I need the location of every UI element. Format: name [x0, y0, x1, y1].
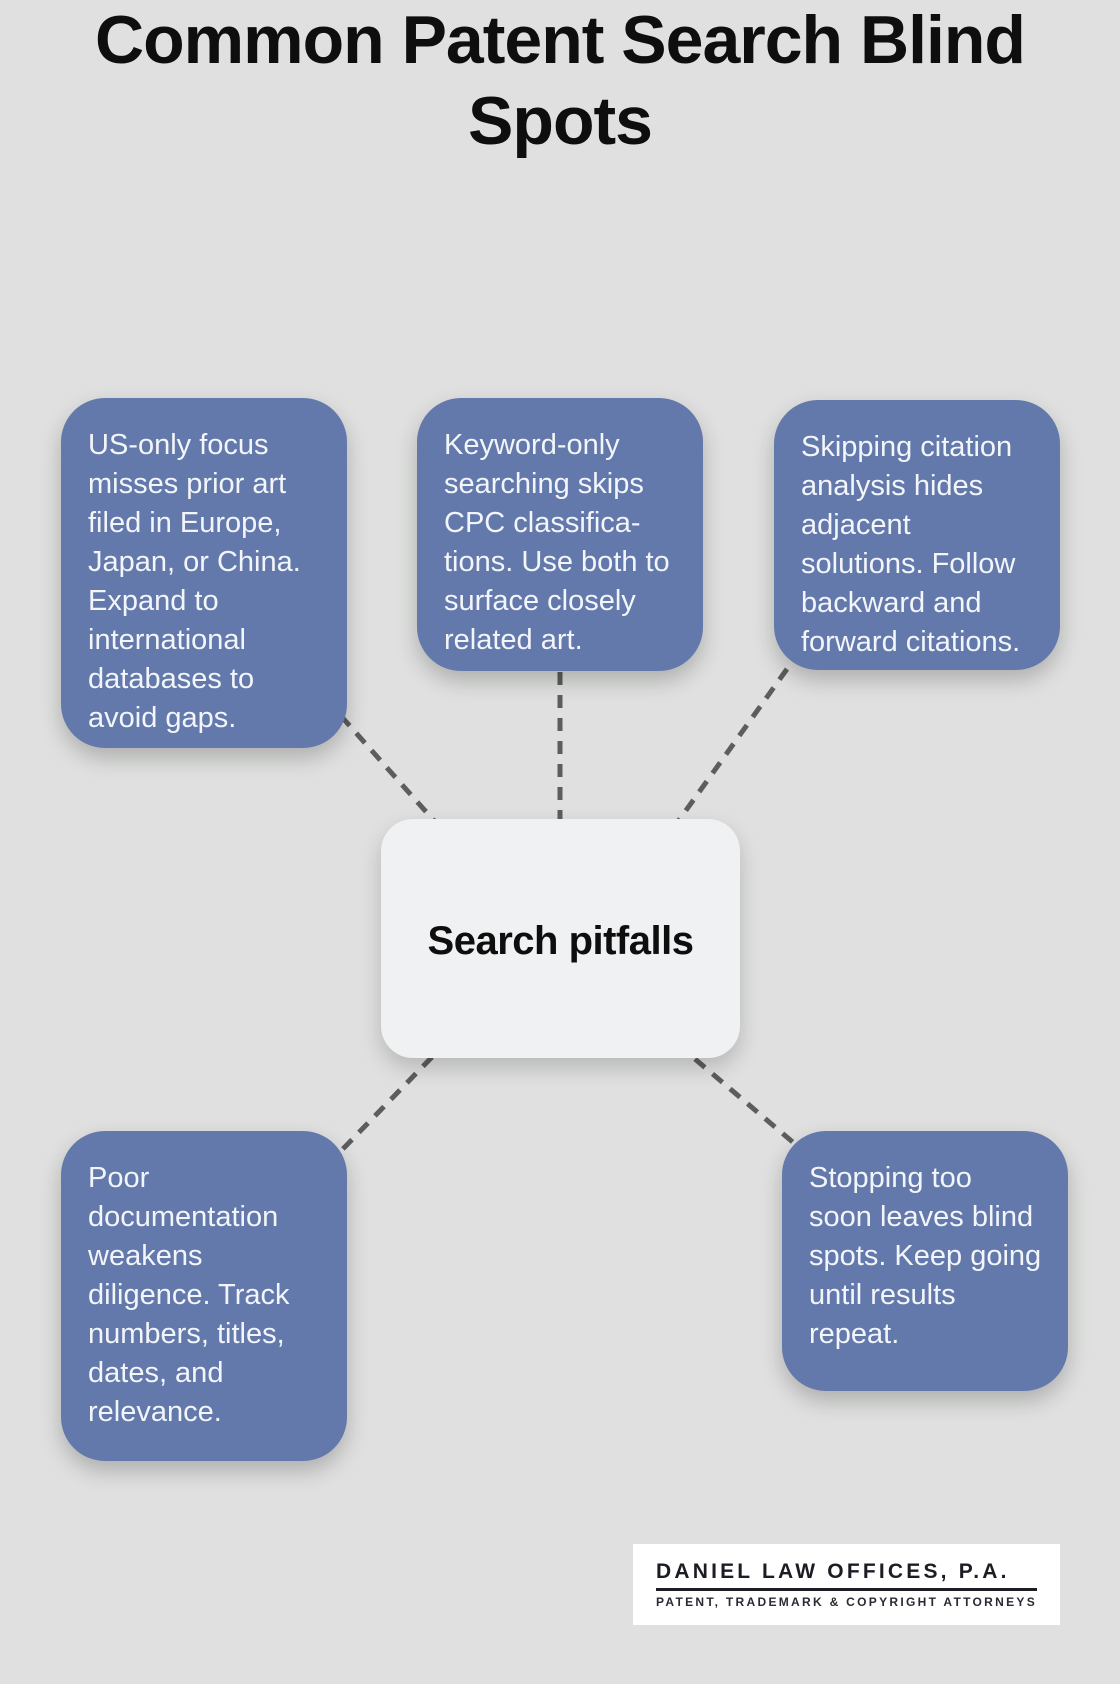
node-poor-documentation: Poor documentation weakens diligence. Tr…: [61, 1131, 347, 1461]
node-stopping-too-soon-text: Stopping too soon leaves blind spots. Ke…: [809, 1162, 1042, 1350]
node-keyword-only-searching-text: Keyword-only searching skips CPC classif…: [444, 429, 670, 656]
page-title: Common Patent Search Blind Spots: [95, 2, 1026, 159]
node-us-only-focus: US-only focus misses prior art filed in …: [61, 398, 347, 748]
logo-tagline: PATENT, TRADEMARK & COPYRIGHT ATTORNEYS: [655, 1595, 1038, 1609]
node-poor-documentation-text: Poor documentation weakens diligence. Tr…: [88, 1162, 290, 1428]
logo-daniel-law-offices: DANIEL LAW OFFICES, P.A. PATENT, TRADEMA…: [633, 1544, 1060, 1625]
connector-line-documentation: [337, 1055, 434, 1155]
node-stopping-too-soon: Stopping too soon leaves blind spots. Ke…: [782, 1131, 1068, 1391]
connector-line-us-only: [339, 714, 438, 825]
center-node-label: Search pitfalls: [427, 919, 694, 963]
center-node-search-pitfalls: Search pitfalls: [381, 819, 740, 1058]
node-skipping-citation-analysis: Skipping citation analysis hides adjacen…: [774, 400, 1060, 670]
node-us-only-focus-text: US-only focus misses prior art filed in …: [88, 429, 301, 734]
connector-line-stopping: [693, 1057, 797, 1146]
connector-line-citation: [674, 667, 790, 825]
node-keyword-only-searching: Keyword-only searching skips CPC classif…: [417, 398, 703, 671]
node-skipping-citation-analysis-text: Skipping citation analysis hides adjacen…: [801, 431, 1021, 658]
logo-firm-name: DANIEL LAW OFFICES, P.A.: [655, 1560, 1038, 1591]
logo-inner: DANIEL LAW OFFICES, P.A. PATENT, TRADEMA…: [655, 1560, 1038, 1609]
